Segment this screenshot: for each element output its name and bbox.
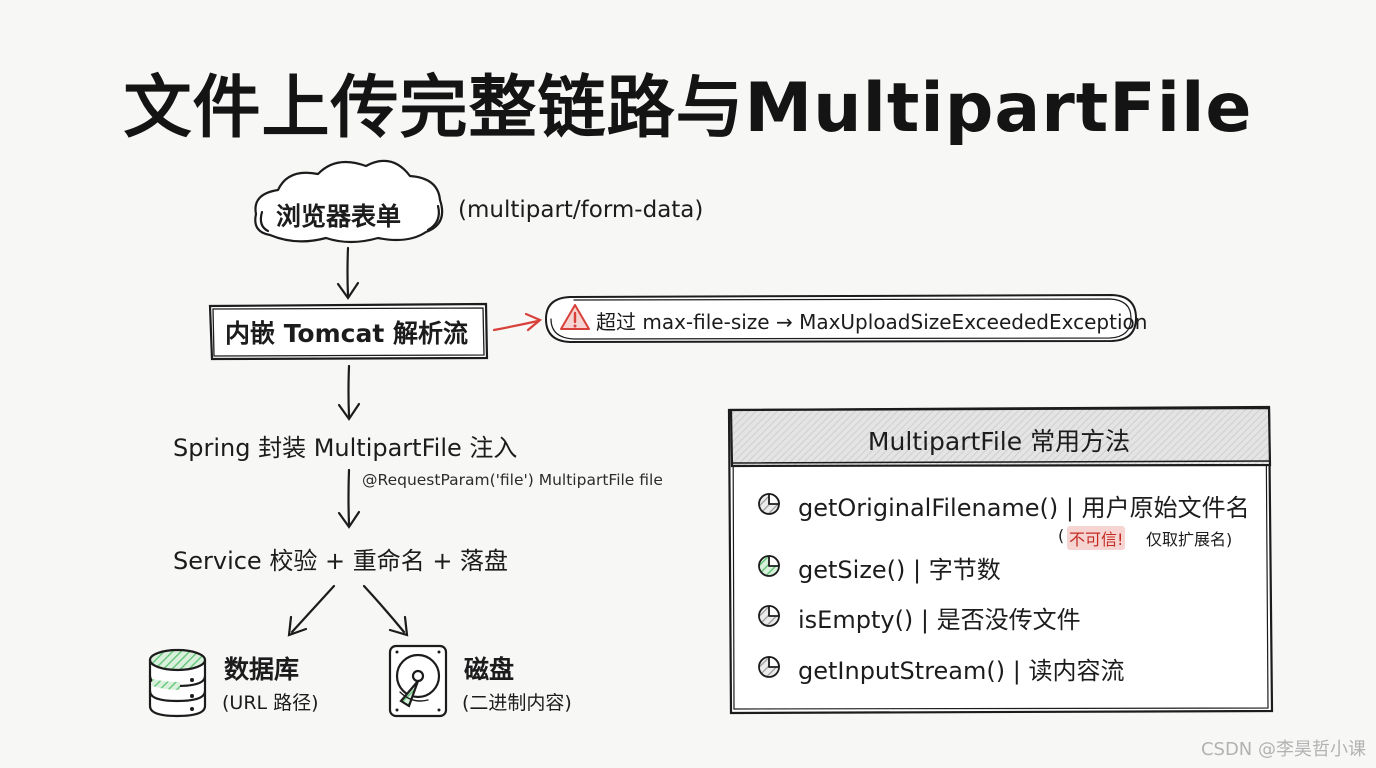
annotation-label: @RequestParam('file') MultipartFile file	[362, 471, 663, 489]
extension-note: 仅取扩展名)	[1146, 530, 1233, 549]
database-icon	[148, 648, 207, 718]
service-label: Service 校验 + 重命名 + 落盘	[173, 547, 509, 575]
panel-title: MultipartFile 常用方法	[867, 427, 1131, 456]
warning-triangle-icon	[560, 304, 590, 330]
tomcat-box	[208, 302, 489, 361]
note-open-paren: (	[1058, 526, 1065, 545]
method-item: getOriginalFilename() | 用户原始文件名	[798, 494, 1250, 522]
spring-label: Spring 封装 MultipartFile 注入	[173, 434, 518, 462]
browser-form-cloud	[254, 159, 444, 244]
database-title: 数据库	[224, 655, 300, 684]
pie-bullet-icon-2	[758, 555, 780, 577]
tomcat-label: 内嵌 Tomcat 解析流	[225, 319, 469, 348]
method-item: getInputStream() | 读内容流	[798, 657, 1125, 685]
hard-disk-icon	[388, 644, 448, 718]
browser-form-label: 浏览器表单	[276, 202, 402, 231]
disk-title: 磁盘	[464, 655, 515, 684]
pie-bullet-icon-3	[758, 605, 780, 627]
arrow-browser-to-tomcat	[336, 246, 360, 300]
page-title: 文件上传完整链路与MultipartFile	[123, 69, 1253, 148]
pie-bullet-icon-1	[758, 493, 780, 515]
pie-bullet-icon-4	[758, 656, 780, 678]
warning-label: 超过 max-file-size → MaxUploadSizeExceeded…	[596, 310, 1148, 334]
methods-panel	[727, 405, 1274, 715]
watermark: CSDN @李昊哲小课	[1200, 739, 1366, 760]
arrow-to-warning	[492, 312, 543, 332]
method-item: isEmpty() | 是否没传文件	[798, 606, 1081, 634]
database-subtitle: (URL 路径)	[222, 692, 319, 714]
arrow-spring-to-service	[337, 468, 361, 529]
arrow-service-to-disk	[362, 584, 409, 637]
method-item: getSize() | 字节数	[798, 556, 1001, 584]
disk-subtitle: (二进制内容)	[462, 692, 572, 714]
arrow-tomcat-to-spring	[337, 364, 361, 421]
arrow-service-to-database	[287, 584, 336, 637]
untrusted-note: 不可信!	[1067, 526, 1126, 550]
mime-type-label: (multipart/form-data)	[458, 197, 704, 223]
warning-pill	[544, 293, 1138, 344]
